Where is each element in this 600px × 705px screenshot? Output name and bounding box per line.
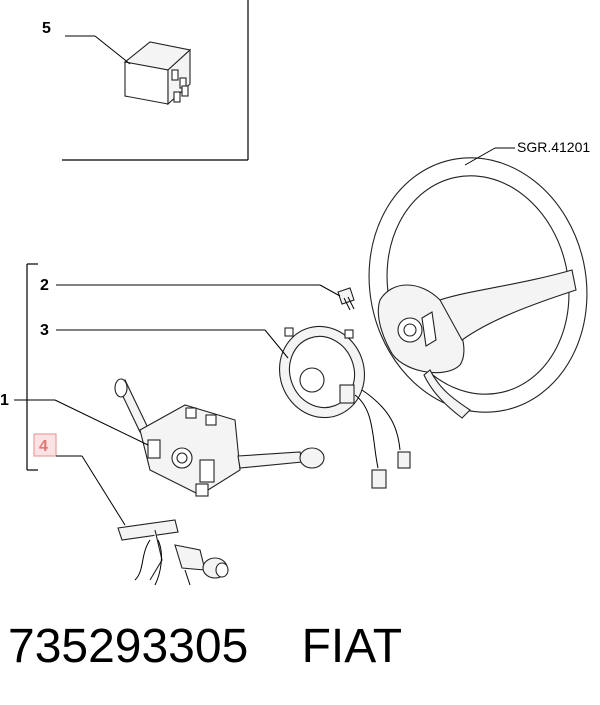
leader-4b (81, 455, 126, 526)
clock-spring-part (278, 325, 411, 489)
part-number: 735293305 (8, 620, 249, 673)
callout-4: 4 (39, 438, 48, 455)
leader-5b (94, 35, 131, 65)
relay-part (123, 41, 192, 106)
wiring-switch-part (117, 519, 229, 586)
group-bracket (26, 263, 38, 471)
callout-1: 1 (0, 392, 9, 409)
screw-part (337, 287, 355, 311)
combination-switch-part (114, 378, 325, 497)
callout-4-highlight[interactable] (33, 433, 57, 457)
callout-2: 2 (40, 277, 49, 294)
reference-label: SGR.41201 (517, 139, 590, 155)
leader-3b (264, 329, 289, 359)
inset-frame (62, 0, 249, 161)
steering-wheel (368, 157, 588, 419)
leader-1b (54, 399, 149, 446)
brand-name: FIAT (301, 620, 403, 673)
callout-5: 5 (42, 20, 51, 37)
callout-3: 3 (40, 322, 49, 339)
leader-ref (464, 147, 496, 166)
footer-text: 735293305 FIAT (8, 612, 402, 682)
leader-2b (319, 284, 341, 297)
